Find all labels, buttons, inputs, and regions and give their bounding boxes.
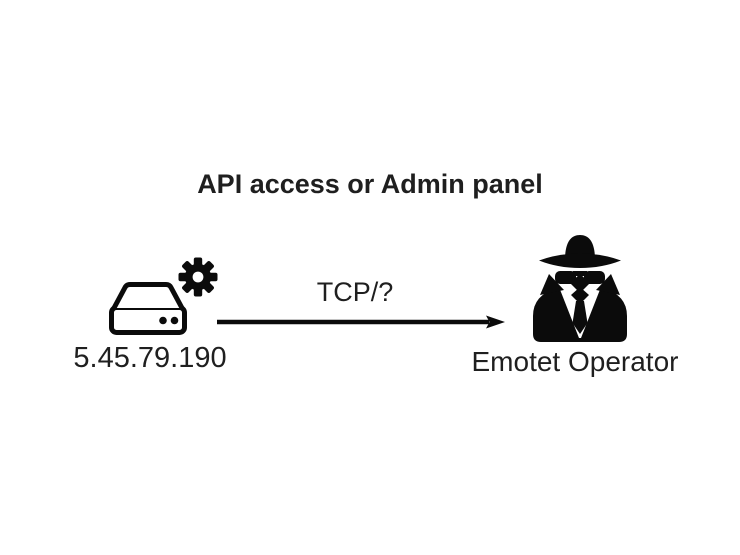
operator-label: Emotet Operator xyxy=(471,346,679,377)
arrow-right-icon xyxy=(217,315,505,329)
spy-icon xyxy=(533,235,627,342)
edge-protocol-label: TCP/? xyxy=(316,277,394,307)
gear-icon xyxy=(178,257,218,297)
server-ip-label: 5.45.79.190 xyxy=(73,342,227,374)
diagram-title: API access or Admin panel xyxy=(197,169,543,199)
server-icon xyxy=(109,282,187,335)
